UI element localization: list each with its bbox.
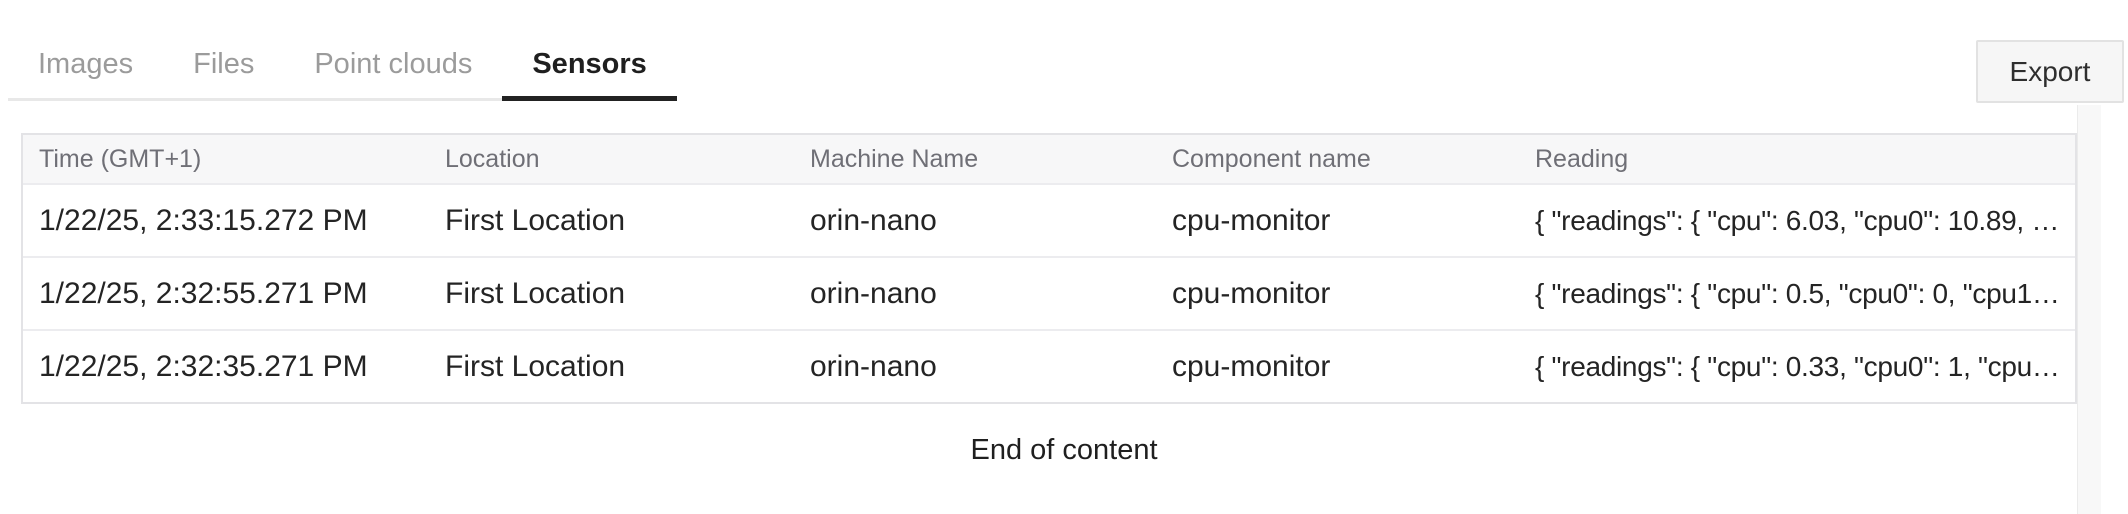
end-of-content-label: End of content [970, 434, 1158, 466]
component-name-cell: cpu-monitor [1172, 349, 1331, 383]
export-button[interactable]: Export [1976, 40, 2124, 103]
table-header-row: Time (GMT+1) Location Machine Name Compo… [23, 135, 2075, 183]
time-cell: 1/22/25, 2:33:15.272 PM [39, 203, 368, 237]
reading-cell: { "readings": { "cpu": 0.5, "cpu0": 0, "… [1535, 277, 2075, 309]
time-cell: 1/22/25, 2:32:55.271 PM [39, 276, 368, 310]
tab-sensors[interactable]: Sensors [502, 27, 678, 101]
component-name-cell: cpu-monitor [1172, 276, 1331, 310]
location-cell: First Location [445, 349, 626, 383]
vertical-scrollbar[interactable] [2077, 105, 2101, 514]
column-header-component-name: Component name [1172, 144, 1371, 173]
component-name-cell: cpu-monitor [1172, 203, 1331, 237]
table-row[interactable]: 1/22/25, 2:32:55.271 PM First Location o… [23, 256, 2075, 329]
column-header-location: Location [445, 144, 540, 173]
location-cell: First Location [445, 203, 626, 237]
tab-files[interactable]: Files [193, 47, 255, 80]
location-cell: First Location [445, 276, 626, 310]
machine-name-cell: orin-nano [810, 276, 937, 310]
reading-cell: { "readings": { "cpu": 6.03, "cpu0": 10.… [1535, 204, 2075, 236]
reading-cell: { "readings": { "cpu": 0.33, "cpu0": 1, … [1535, 350, 2075, 382]
column-header-machine-name: Machine Name [810, 144, 979, 173]
tab-point-clouds[interactable]: Point clouds [314, 47, 473, 80]
time-cell: 1/22/25, 2:32:35.271 PM [39, 349, 368, 383]
tab-list: Images Files Point clouds Sensors [8, 27, 678, 101]
column-header-time: Time (GMT+1) [39, 144, 202, 173]
table-row[interactable]: 1/22/25, 2:33:15.272 PM First Location o… [23, 183, 2075, 256]
sensor-readings-table: Time (GMT+1) Location Machine Name Compo… [21, 133, 2077, 404]
top-bar: Images Files Point clouds Sensors Export [0, 0, 2128, 103]
table-row[interactable]: 1/22/25, 2:32:35.271 PM First Location o… [23, 329, 2075, 402]
column-header-reading: Reading [1535, 144, 1629, 173]
tab-images[interactable]: Images [38, 47, 134, 80]
machine-name-cell: orin-nano [810, 349, 937, 383]
machine-name-cell: orin-nano [810, 203, 937, 237]
